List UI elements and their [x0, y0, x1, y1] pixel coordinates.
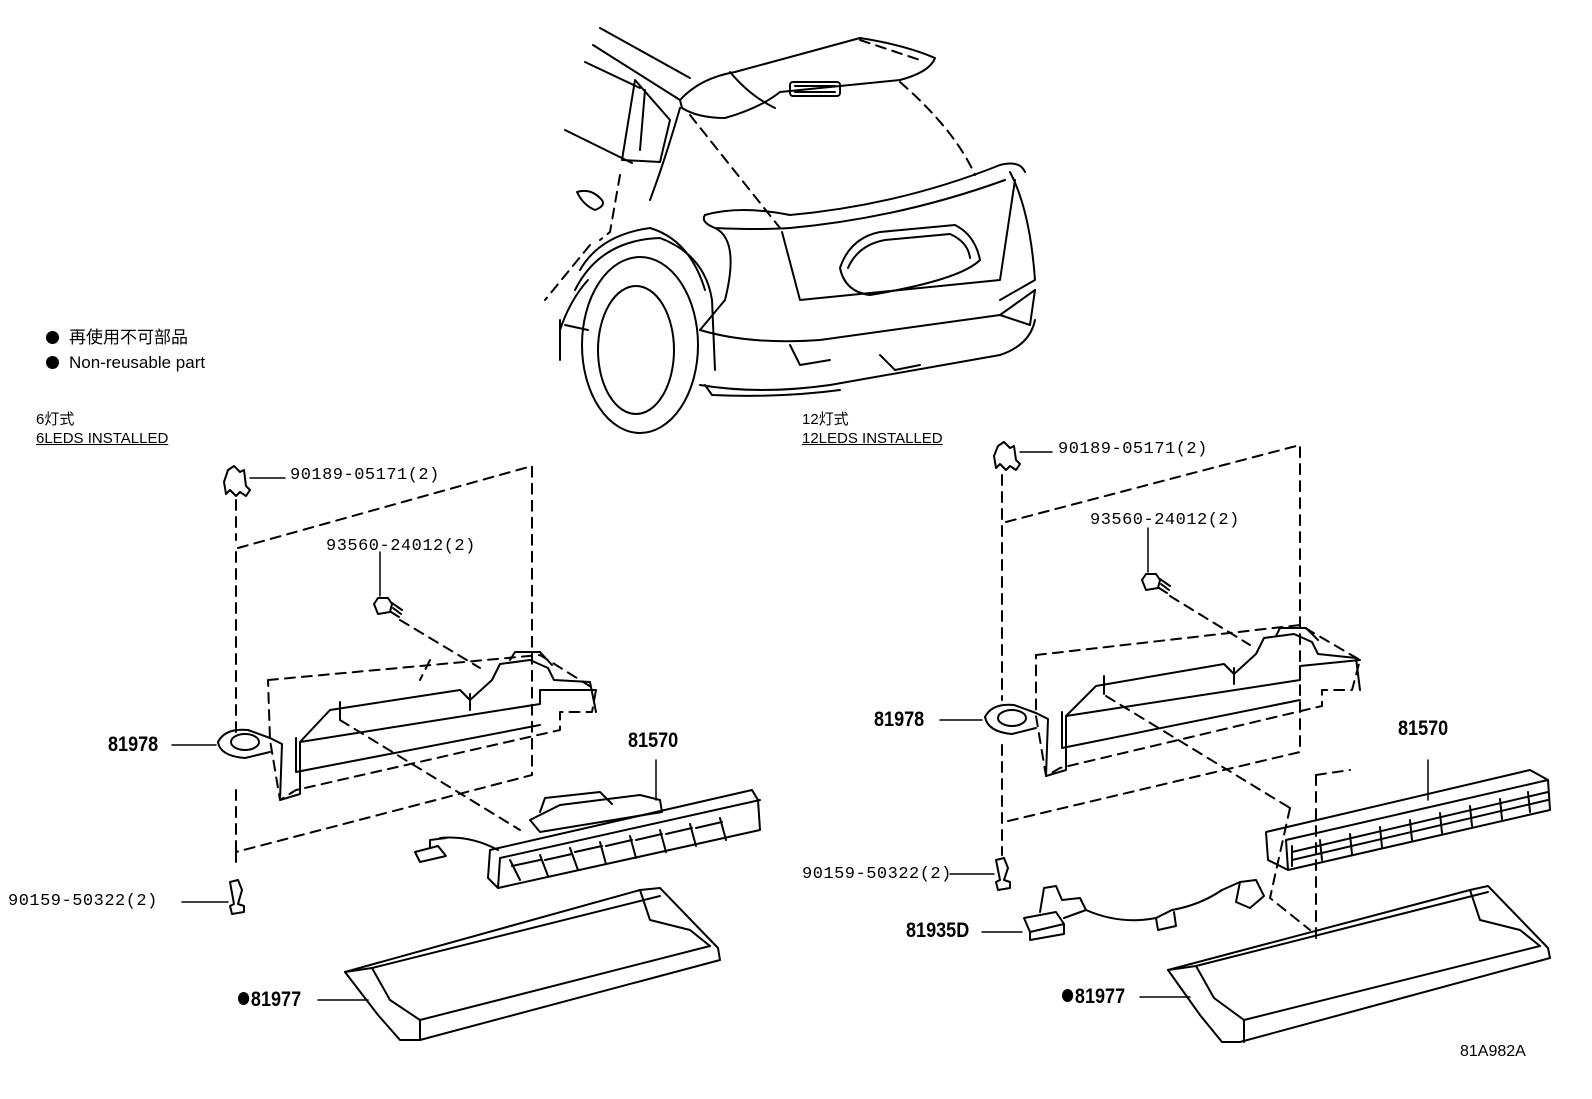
part-label-right-bracket[interactable]: 81978: [874, 708, 925, 731]
legend-non-reusable-en: Non-reusable part: [46, 354, 205, 371]
variant-right-title-en: 12LEDS INSTALLED: [802, 431, 943, 446]
legend-text-jp: 再使用不可部品: [69, 328, 188, 347]
non-reusable-dot-icon: [46, 331, 59, 344]
part-label-left-screw-top[interactable]: 93560-24012(2): [326, 537, 476, 556]
variant-right-title-jp: 12灯式: [802, 411, 849, 428]
right-assembly-12led: [939, 441, 1551, 1043]
non-reusable-dot-icon: [1062, 989, 1074, 1002]
part-label-right-screw-bottom[interactable]: 90159-50322(2): [802, 865, 952, 884]
vehicle-rear-illustration: [544, 27, 1036, 434]
part-label-right-cover[interactable]: 81977: [1062, 986, 1125, 1007]
variant-left-title-en-text: 6LEDS INSTALLED: [36, 430, 169, 447]
part-label-left-screw-bottom[interactable]: 90159-50322(2): [8, 892, 158, 911]
part-label-right-cover-text: 81977: [1074, 985, 1126, 1008]
part-label-right-lamp[interactable]: 81570: [1398, 717, 1449, 740]
part-label-right-screw-top[interactable]: 93560-24012(2): [1090, 511, 1240, 530]
left-assembly-6led: [171, 465, 761, 1041]
legend-non-reusable-jp: 再使用不可部品: [46, 329, 188, 346]
part-label-left-clip[interactable]: 90189-05171(2): [290, 466, 440, 485]
non-reusable-dot-icon: [238, 992, 250, 1005]
variant-left-title-en: 6LEDS INSTALLED: [36, 431, 168, 446]
non-reusable-dot-icon: [46, 356, 59, 369]
part-label-left-cover[interactable]: 81977: [238, 989, 301, 1010]
part-label-left-cover-text: 81977: [250, 988, 302, 1011]
part-label-right-clip[interactable]: 90189-05171(2): [1058, 440, 1208, 459]
variant-left-title-jp: 6灯式: [36, 411, 75, 428]
part-label-left-bracket[interactable]: 81978: [108, 733, 159, 756]
part-label-right-wire[interactable]: 81935D: [906, 919, 970, 942]
legend-text-en: Non-reusable part: [69, 353, 206, 372]
variant-right-title-en-text: 12LEDS INSTALLED: [802, 430, 943, 447]
part-label-left-lamp[interactable]: 81570: [628, 729, 679, 752]
diagram-code: 81A982A: [1460, 1043, 1526, 1060]
